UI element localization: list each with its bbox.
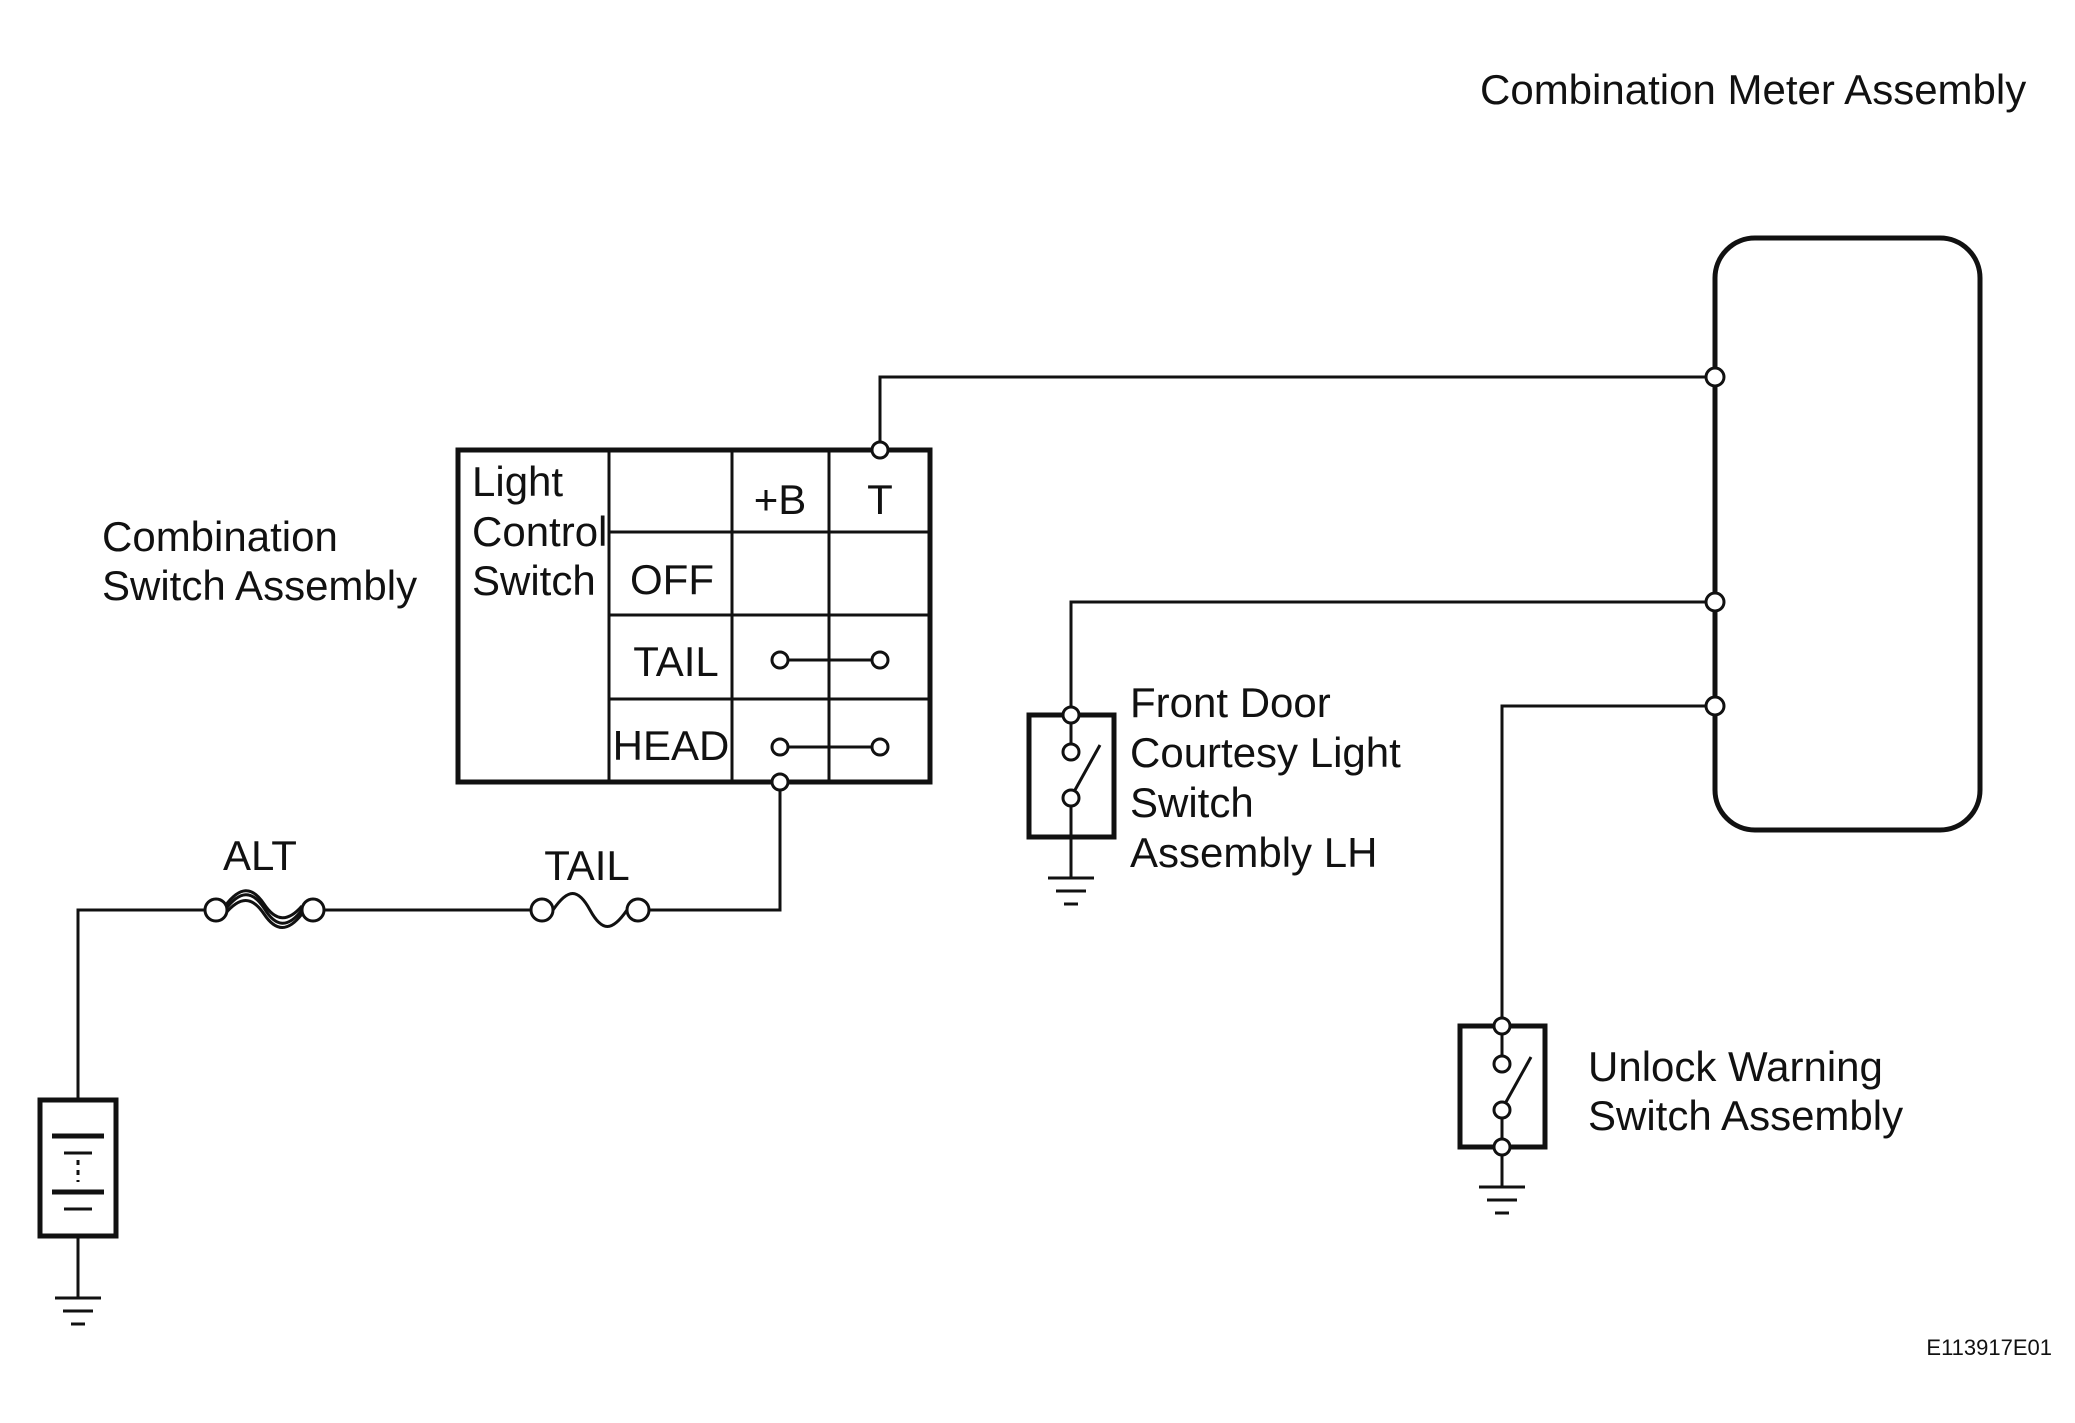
head-contact-t (870, 737, 890, 757)
row-label-tail: TAIL (633, 638, 719, 685)
combination-switch-label-1: Combination (102, 513, 338, 560)
row-label-head: HEAD (613, 722, 730, 769)
door-switch-label-1: Front Door (1130, 679, 1331, 726)
combination-meter-box (1712, 235, 1983, 833)
ground-icon-battery (55, 1296, 101, 1326)
ground-icon-door (1048, 876, 1094, 906)
door-switch-label-2: Courtesy Light (1130, 729, 1401, 776)
light-control-switch-table: Light Control Switch +B T OFF TAIL HEAD (455, 447, 933, 785)
door-switch-icon (1026, 705, 1117, 840)
wire-meter-to-door-switch (1069, 600, 1715, 715)
wire-meter-to-unlock-switch (1500, 704, 1715, 1026)
unlock-switch-label-1: Unlock Warning (1588, 1043, 1883, 1090)
door-switch-label-4: Assembly LH (1130, 829, 1377, 876)
light-control-label-2: Control (472, 508, 607, 555)
light-control-label-3: Switch (472, 557, 596, 604)
unlock-switch-label-2: Switch Assembly (1588, 1092, 1903, 1139)
alt-fuse-label: ALT (223, 832, 297, 879)
wire-b-to-tail-fuse (640, 782, 782, 912)
tail-fuse-icon (529, 892, 651, 928)
terminal-t (870, 440, 890, 460)
figure-id: E113917E01 (1926, 1335, 2052, 1360)
meter-terminal-3 (1704, 695, 1726, 717)
wire-alt-to-battery (76, 908, 205, 1100)
tail-contact-t (870, 650, 890, 670)
light-control-label-1: Light (472, 458, 563, 505)
combination-meter-label: Combination Meter Assembly (1480, 66, 2026, 113)
terminal-b (770, 772, 790, 792)
meter-terminal-1 (1704, 366, 1726, 388)
combination-switch-label-2: Switch Assembly (102, 562, 417, 609)
tail-contact-b (770, 650, 790, 670)
column-header-b: +B (754, 476, 807, 523)
row-label-off: OFF (630, 556, 714, 603)
column-header-t: T (867, 476, 893, 523)
unlock-switch-icon (1457, 1016, 1548, 1157)
battery-icon (37, 1097, 119, 1239)
alt-fusible-link-icon (203, 889, 326, 929)
ground-icon-unlock (1479, 1185, 1525, 1215)
door-switch-label-3: Switch (1130, 779, 1254, 826)
tail-fuse-label: TAIL (544, 842, 630, 889)
head-contact-b (770, 737, 790, 757)
wire-t-to-meter (878, 375, 1715, 450)
meter-terminal-2 (1704, 591, 1726, 613)
